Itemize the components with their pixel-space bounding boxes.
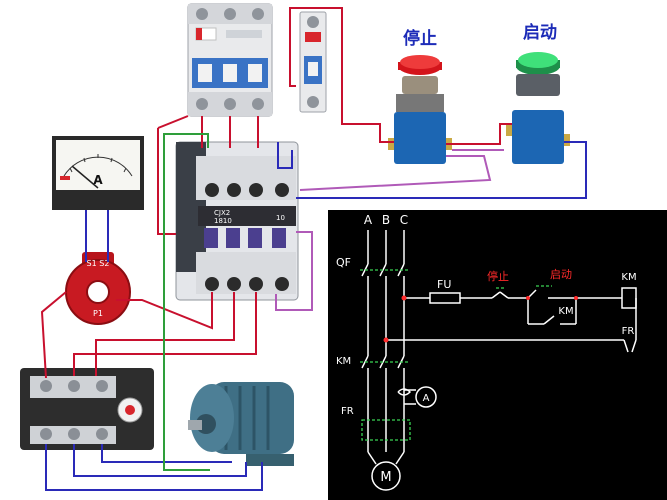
schem-fr-contact: FR — [622, 326, 635, 337]
wiring — [40, 7, 587, 491]
ct-label: P1 — [93, 309, 103, 318]
schem-ammeter: A — [423, 393, 430, 404]
schem-start: 启动 — [550, 268, 572, 281]
schem-qf: QF — [336, 256, 351, 269]
stop-button-label: 停止 — [403, 28, 437, 49]
stop-pushbutton: 停止 — [388, 28, 452, 164]
schem-phase-b: B — [382, 213, 390, 227]
schem-motor: M — [380, 470, 391, 485]
start-button-label: 启动 — [523, 22, 557, 43]
start-pushbutton: 启动 — [506, 22, 570, 164]
schem-stop: 停止 — [487, 269, 509, 283]
contactor-code: 1810 — [214, 217, 232, 225]
thermal-overload-relay — [20, 368, 154, 450]
ammeter: A — [52, 136, 144, 210]
ct-marks: S1 S2 — [87, 259, 110, 268]
contactor-model: CJX2 — [214, 209, 230, 217]
ammeter-unit: A — [93, 173, 103, 187]
contactor-aux: 10 — [276, 214, 285, 222]
contactor: CJX2 1810 10 — [175, 141, 299, 301]
current-transformer: S1 S2 P1 — [65, 252, 131, 325]
schem-phase-c: C — [400, 213, 408, 227]
schem-km-coil: KM — [621, 272, 636, 283]
schem-fr-relay: FR — [341, 406, 354, 417]
schem-fu: FU — [437, 278, 451, 291]
schem-km-hold: KM — [558, 306, 573, 317]
schematic-panel: A B C QF FU 停止 启动 KM KM FR KM FR A M — [328, 210, 667, 500]
single-pole-breaker — [299, 11, 327, 113]
schem-phase-a: A — [364, 213, 373, 227]
three-pole-breaker — [187, 3, 273, 117]
schem-km-main: KM — [336, 356, 351, 367]
induction-motor — [188, 382, 294, 466]
